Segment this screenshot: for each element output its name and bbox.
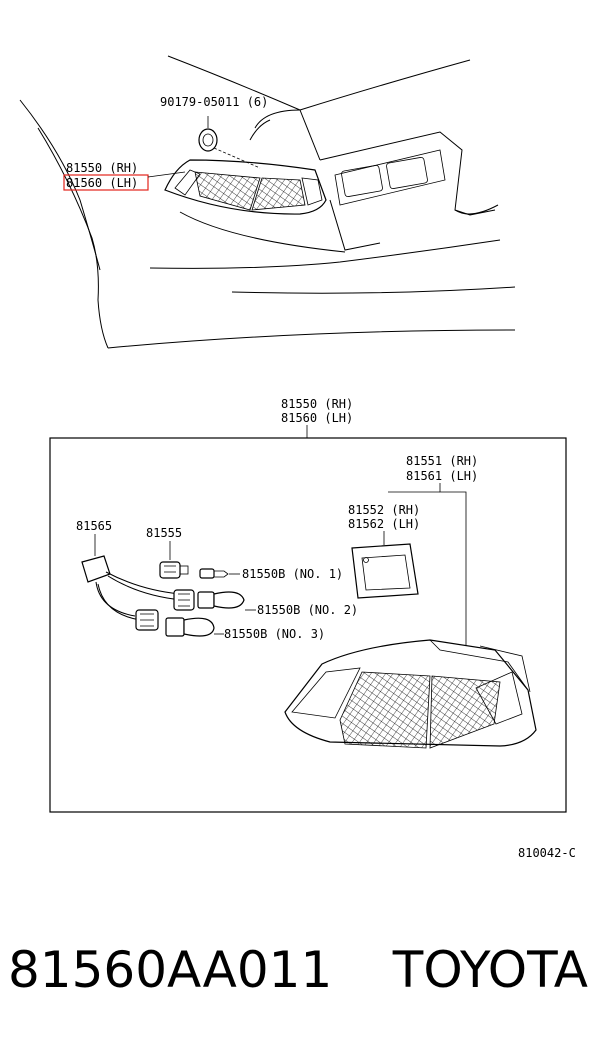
car-rear-illustration <box>19 55 516 349</box>
lens-rh-label: 81551 (RH) <box>406 454 478 468</box>
socket-label: 81555 <box>146 526 182 540</box>
bulb-no3-label: 81550B (NO. 3) <box>224 627 325 641</box>
lens-lh-label: 81561 (LH) <box>406 469 478 483</box>
bulb-no3-illustration <box>135 609 215 637</box>
reflector-lh-label: 81562 (LH) <box>348 517 420 531</box>
assy-lh-label[interactable]: 81560 (LH) <box>66 176 138 190</box>
tail-lamp-lens-illustration <box>284 639 537 749</box>
bolt-label: 90179-05011 (6) <box>160 95 268 109</box>
reflector-rh-label: 81552 (RH) <box>348 503 420 517</box>
reflector-illustration <box>351 543 419 599</box>
detail-frame <box>49 437 567 813</box>
figure-code: 810042-C <box>518 846 576 860</box>
bulb-no2-label: 81550B (NO. 2) <box>257 603 358 617</box>
bulb-no1-label: 81550B (NO. 1) <box>242 567 343 581</box>
part-number: 81560AA011 <box>8 941 333 999</box>
parts-diagram: 90179-05011 (6) 81550 (RH) 81560 (LH) 81… <box>19 55 576 860</box>
wire-harness-illustration <box>81 555 183 621</box>
detail-assy-rh-label: 81550 (RH) <box>281 397 353 411</box>
assy-rh-label: 81550 (RH) <box>66 161 138 175</box>
bulb-no2-illustration <box>173 589 245 611</box>
detail-assy-lh-label: 81560 (LH) <box>281 411 353 425</box>
wire-label: 81565 <box>76 519 112 533</box>
footer: 81560AA011 TOYOTA <box>0 935 600 1015</box>
socket-illustration <box>159 561 189 579</box>
brand-name: TOYOTA <box>392 941 588 999</box>
highlight-box <box>63 174 149 191</box>
bulb-no1-illustration <box>199 568 229 579</box>
